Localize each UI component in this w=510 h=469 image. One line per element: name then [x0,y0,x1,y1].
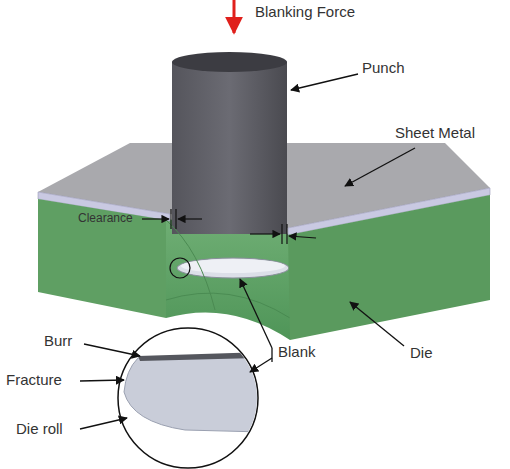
die-front [288,195,490,340]
blank-disc [177,258,289,278]
feature-label: Die roll [16,421,63,438]
blank-edge-detail [124,355,262,432]
force-label: Blanking Force [255,4,355,21]
die-hole [166,219,290,340]
punch-body [172,62,287,234]
part-label: Blank [278,344,316,361]
force-arrow [233,0,236,33]
dimension-label: Clearance [78,212,133,225]
die-front [38,199,166,318]
feature-label: Burr [44,333,72,350]
part-label: Die [410,345,433,362]
clearance-marks [142,209,316,244]
part-label: Sheet Metal [395,125,475,142]
punch-top [172,52,287,72]
burr-edge [138,352,262,361]
feature-label: Fracture [6,372,62,389]
part-label: Punch [362,60,405,77]
detail-marker [170,258,190,278]
